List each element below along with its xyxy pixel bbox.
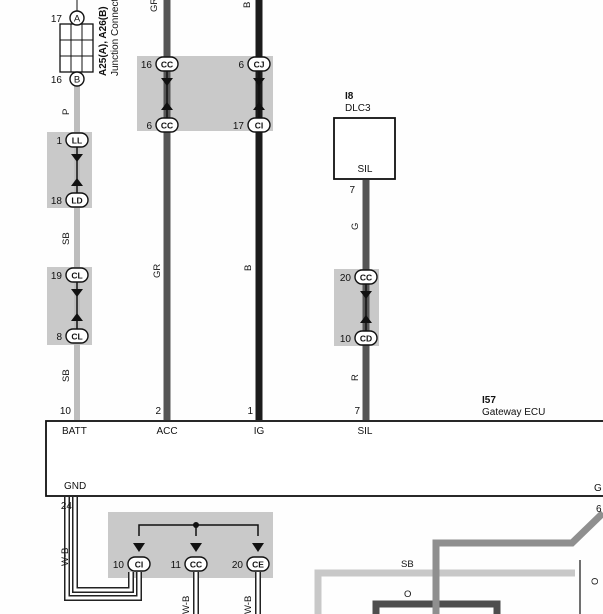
wire-label-g: G — [350, 223, 361, 230]
dlc3-name: DLC3 — [345, 103, 371, 114]
ground-connector-3-code: CE — [252, 560, 264, 570]
wire-label-wb-left: W-B — [60, 548, 71, 566]
connector-c2-top-code: CJ — [254, 60, 265, 70]
ground-connector-2-code: CC — [190, 560, 202, 570]
junction-pin-a-letter: A — [74, 14, 81, 25]
connector-c1-bottom-code: CC — [161, 121, 173, 131]
wire-sb-bottom — [314, 569, 575, 614]
connector-c2-bottom-pin: 17 — [233, 121, 245, 132]
wire-label-sb-1: SB — [61, 232, 72, 245]
junction-connector-grid — [59, 23, 94, 73]
junction-connector-id: A25(A), A26(B) — [98, 6, 109, 76]
ground-connector-2-pin: 11 — [171, 560, 182, 571]
connector-c1-arrow-down — [161, 78, 173, 86]
connector-c2-arrow-up — [253, 102, 265, 110]
connector-c5-arrow-up — [360, 315, 372, 323]
connector-c1-top-code: CC — [161, 60, 173, 70]
connector-c4-top-pin: 19 — [51, 271, 63, 282]
ecu-terminal-ig: IG — [254, 426, 265, 437]
wire-label-o-bottom: O — [404, 589, 411, 600]
junction-pin-a — [69, 10, 85, 26]
wire-label-o-right: O — [590, 578, 601, 585]
wire-label-b: B — [243, 265, 254, 271]
wire-label-wb-mid: W-B — [181, 596, 192, 614]
connector-c3-top-code: LL — [72, 136, 82, 146]
wire-label-r: R — [350, 374, 361, 381]
connector-c2-bottom-code: CI — [255, 121, 264, 131]
wire-gray-right — [432, 510, 603, 614]
ecu-name: Gateway ECU — [482, 407, 545, 418]
connector-c4-bottom-pin: 8 — [56, 332, 62, 343]
wire-label-sb-2: SB — [61, 369, 72, 382]
wire-label-sb-bottom: SB — [401, 559, 414, 570]
ecu-pin-sil: 7 — [354, 406, 360, 417]
ground-connector-3-arrow — [252, 543, 264, 552]
ecu-terminal-batt: BATT — [62, 426, 87, 437]
ground-connector-2-arrow — [190, 543, 202, 552]
connector-c5-bottom-pin: 10 — [340, 334, 352, 345]
ground-connector-1-pin: 10 — [113, 560, 125, 571]
ground-connector-1 — [127, 556, 151, 572]
ground-connector-1-code: CI — [135, 560, 144, 570]
connector-c1-arrow-up — [161, 102, 173, 110]
connector-c3-bottom-code: LD — [71, 196, 82, 206]
wire-label-gr: GR — [152, 264, 163, 278]
junction-pin-b-letter: B — [74, 75, 80, 86]
connector-c5-top-pin: 20 — [340, 273, 352, 284]
junction-connector-name: Junction Connector — [110, 0, 121, 76]
wire-label-wb-right: W-B — [243, 596, 254, 614]
connector-c4-arrow-down — [71, 289, 83, 297]
ecu-pin-acc: 2 — [155, 406, 161, 417]
connector-c1-top-pin: 16 — [141, 60, 153, 71]
ecu-id: I57 — [482, 395, 496, 406]
ground-connector-2 — [184, 556, 208, 572]
dlc3-pin: 7 — [349, 185, 355, 196]
junction-pin-b-number: 16 — [51, 75, 63, 86]
connector-c1-bottom-pin: 6 — [146, 121, 152, 132]
junction-pin-a-number: 17 — [51, 14, 63, 25]
connector-c4-bottom-code: CL — [71, 332, 82, 342]
connector-c5-top-code: CC — [360, 273, 372, 283]
ecu-pin-ig: 1 — [247, 406, 253, 417]
ecu-terminal-gnd: GND — [64, 481, 86, 492]
connector-c4-arrow-up — [71, 313, 83, 321]
ground-connector-3-pin: 20 — [232, 560, 244, 571]
connector-c5-arrow-down — [360, 291, 372, 299]
ground-connector-1-arrow — [133, 543, 145, 552]
connector-c5-bottom-code: CD — [360, 334, 372, 344]
connector-c3-arrow-up — [71, 178, 83, 186]
ecu-terminal-sil: SIL — [357, 426, 372, 437]
connector-c2-arrow-down — [253, 78, 265, 86]
ecu-pin-batt: 10 — [60, 406, 72, 417]
connector-c3-bottom-pin: 18 — [51, 196, 63, 207]
connector-c3-top-pin: 1 — [56, 136, 62, 147]
ecu-terminal-right-partial: G — [594, 483, 602, 494]
connector-c4-top-code: CL — [71, 271, 82, 281]
top-wire-label-b: B — [242, 2, 253, 8]
ecu-terminal-acc: ACC — [156, 426, 177, 437]
junction-pin-b — [69, 71, 85, 87]
connector-c3-arrow-down — [71, 154, 83, 162]
ecu-pin-right-partial: 6 — [596, 504, 602, 515]
connector-c2-top-pin: 6 — [238, 60, 244, 71]
ground-splice — [193, 522, 199, 528]
dlc3-terminal: SIL — [357, 164, 372, 175]
top-wire-label-gr: GR — [149, 0, 160, 12]
ecu-box — [45, 420, 603, 497]
dlc3-box — [333, 117, 396, 180]
ground-connector-3 — [246, 556, 270, 572]
wire-label-p: P — [61, 109, 72, 115]
dlc3-id: I8 — [345, 91, 354, 102]
ecu-pin-gnd: 24 — [61, 501, 73, 512]
